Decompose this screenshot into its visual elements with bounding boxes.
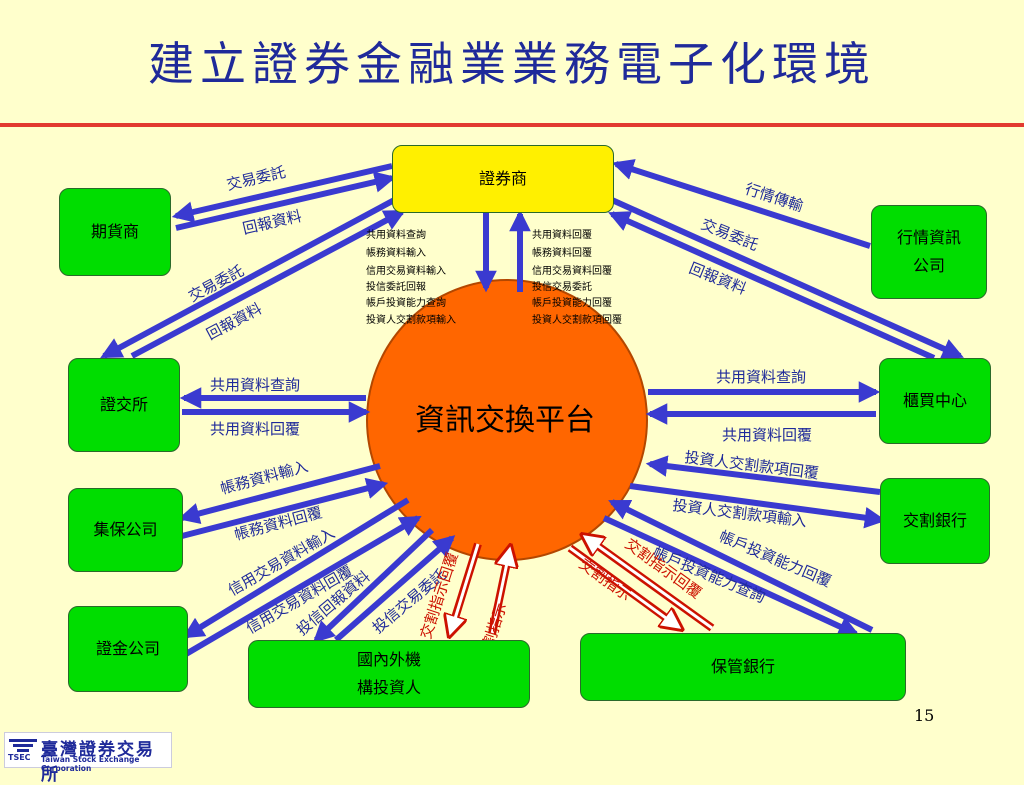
node-quote-line2: 公司 — [912, 256, 945, 275]
broker-down-item: 投資人交割款項輸入 — [366, 313, 456, 326]
label-otc-reply: 共用資料回覆 — [722, 426, 812, 444]
hub-label: 資訊交換平台 — [415, 403, 595, 438]
label-twse-query: 共用資料查詢 — [210, 376, 300, 394]
node-broker: 證券商 — [392, 145, 614, 213]
node-futures-label: 期貨商 — [90, 222, 139, 241]
arrow-otc-to-broker — [608, 211, 936, 361]
node-tdcc-label: 集保公司 — [93, 520, 158, 539]
arrow-hub-to-bank — [629, 483, 887, 529]
arrow-hub-to-custodian — [602, 515, 860, 637]
page-number: 15 — [914, 706, 935, 725]
flow-diagram: 交易委託 回報資料 交易委託 回報資料 行情傳輸 交易委託 回報資料 共用資料查… — [100, 159, 964, 663]
tsec-emblem-icon — [9, 739, 37, 752]
arrow-tdcc-to-hub — [181, 477, 389, 539]
broker-up-item: 信用交易資料回覆 — [532, 264, 612, 277]
arrow-quote-to-broker — [611, 159, 871, 249]
node-otc: 櫃買中心 — [879, 358, 991, 444]
broker-down-item: 帳務資料輸入 — [366, 246, 426, 259]
title-divider — [0, 123, 1024, 127]
label-otc-report: 回報資料 — [687, 259, 749, 298]
node-futures: 期貨商 — [59, 188, 171, 276]
tsec-name-en: Taiwan Stock Exchange Corporation — [41, 755, 140, 773]
broker-up-item: 投信交易委託 — [532, 280, 592, 293]
arrow-custodian-to-hub — [608, 499, 874, 633]
broker-up-list: 共用資料回覆 帳務資料回覆 信用交易資料回覆 投信交易委託 帳戶投資能力回覆 投… — [532, 228, 622, 326]
arrow-hub-to-sf — [182, 497, 410, 639]
node-twse: 證交所 — [68, 358, 180, 452]
arrow-investor-to-hub — [334, 535, 456, 643]
label-futures-order: 交易委託 — [225, 163, 288, 194]
page-title: 建立證券金融業業務電子化環境 — [148, 37, 876, 91]
arrow-hub-to-tdcc — [177, 463, 381, 525]
node-twse-label: 證交所 — [99, 395, 148, 414]
arrow-broker-to-futures — [171, 163, 393, 223]
broker-down-item: 投信委託回報 — [366, 280, 426, 293]
tsec-logo: TSEC 臺灣證券交易所 Taiwan Stock Exchange Corpo… — [4, 732, 172, 785]
node-quote-company: 行情資訊 公司 — [871, 205, 987, 299]
broker-up-item: 帳戶投資能力回覆 — [532, 296, 612, 309]
node-settlement-bank-label: 交割銀行 — [902, 511, 967, 530]
node-tdcc: 集保公司 — [68, 488, 183, 572]
node-otc-label: 櫃買中心 — [902, 391, 967, 410]
arrow-sf-to-hub — [184, 515, 422, 657]
arrow-hub-to-investor — [312, 527, 435, 643]
label-twse-report: 回報資料 — [203, 299, 264, 343]
node-investors-line1: 國內外機 — [356, 650, 421, 669]
node-securities-finance-label: 證金公司 — [95, 639, 160, 658]
broker-up-item: 投資人交割款項回覆 — [532, 313, 622, 326]
broker-down-list: 共用資料查詢 帳務資料輸入 信用交易資料輸入 投信委託回報 帳戶投資能力查詢 投… — [366, 228, 456, 326]
node-investors-line2: 構投資人 — [356, 678, 421, 697]
arrow-bank-to-hub — [645, 455, 881, 495]
broker-down-item: 帳戶投資能力查詢 — [366, 296, 446, 309]
broker-down-item: 共用資料查詢 — [366, 228, 426, 241]
broker-up-item: 帳務資料回覆 — [532, 246, 592, 259]
node-custodian-label: 保管銀行 — [710, 657, 775, 676]
node-securities-finance: 證金公司 — [68, 606, 188, 692]
broker-down-item: 信用交易資料輸入 — [366, 264, 446, 277]
node-broker-label: 證券商 — [478, 169, 527, 188]
arrow-broker-to-twse — [100, 195, 400, 359]
label-otc-query: 共用資料查詢 — [716, 368, 806, 386]
node-settlement-bank: 交割銀行 — [880, 478, 990, 564]
node-quote-line1: 行情資訊 — [896, 228, 961, 247]
broker-up-item: 共用資料回覆 — [532, 228, 592, 241]
label-twse-reply: 共用資料回覆 — [210, 420, 300, 438]
node-custodian: 保管銀行 — [580, 633, 906, 701]
arrow-twse-to-broker — [130, 209, 406, 359]
tsec-mark: TSEC — [8, 753, 31, 762]
arrow-broker-to-otc — [610, 197, 964, 359]
arrow-futures-to-broker — [175, 171, 397, 231]
label-otc-order: 交易委託 — [699, 215, 761, 254]
node-investors: 國內外機 構投資人 — [248, 640, 530, 708]
label-tdcc-input: 帳務資料輸入 — [218, 457, 310, 498]
